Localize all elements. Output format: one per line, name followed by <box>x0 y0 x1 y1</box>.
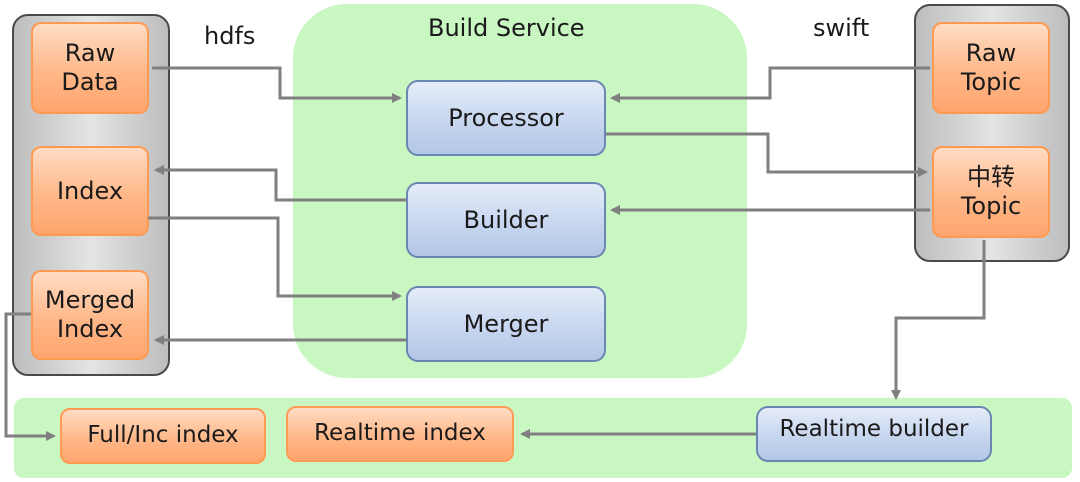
relay-topic-line1: 中转 <box>967 163 1015 192</box>
realtime-builder-label: Realtime builder <box>779 416 969 442</box>
arrow-mergedindex-fullinc <box>4 312 56 441</box>
realtime-builder-box: Realtime builder <box>756 406 992 462</box>
swift-label: swift <box>813 14 870 42</box>
processor-label: Processor <box>448 104 564 132</box>
raw-topic-line1: Raw <box>965 39 1017 68</box>
hdfs-label: hdfs <box>204 22 256 50</box>
arrow-rawtopic-processor <box>610 66 930 103</box>
index-label: Index <box>56 176 124 205</box>
index-box: Index <box>31 146 149 236</box>
arrow-relaytopic-realtimebuilder <box>891 240 986 400</box>
arrow-builder-index <box>154 165 406 202</box>
relay-topic-box: 中转 Topic <box>932 146 1050 238</box>
realtime-index-box: Realtime index <box>286 406 514 462</box>
builder-label: Builder <box>463 206 549 234</box>
merged-line2: Index <box>56 315 124 343</box>
raw-data-line2: Data <box>61 68 119 96</box>
full-inc-index-box: Full/Inc index <box>60 408 266 464</box>
raw-topic-line2: Topic <box>960 68 1022 96</box>
arrow-processor-relaytopic <box>606 132 928 177</box>
merged-line1: Merged <box>44 286 136 315</box>
raw-data-line1: Raw <box>64 39 116 68</box>
arrow-index-merger <box>148 216 402 301</box>
realtime-index-label: Realtime index <box>314 420 486 447</box>
merger-box: Merger <box>406 286 606 362</box>
build-service-title: Build Service <box>428 14 585 42</box>
relay-topic-line2: Topic <box>960 192 1022 220</box>
processor-box: Processor <box>406 80 606 156</box>
merger-label: Merger <box>463 310 549 338</box>
merged-index-box: Merged Index <box>31 270 149 360</box>
full-inc-index-label: Full/Inc index <box>87 422 239 449</box>
builder-box: Builder <box>406 182 606 258</box>
arrow-rawdata-processor <box>152 66 402 103</box>
raw-topic-box: Raw Topic <box>932 22 1050 114</box>
raw-data-box: Raw Data <box>31 22 149 114</box>
